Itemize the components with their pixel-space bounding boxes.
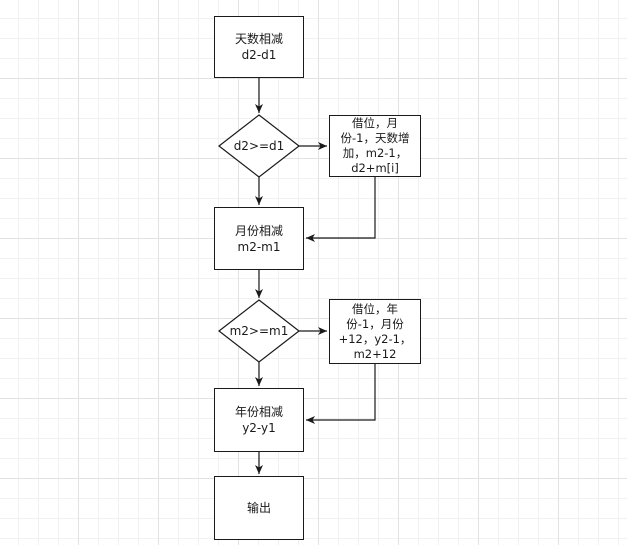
day-borrow-box[interactable]: 借位，月 份-1，天数增 加，m2-1， d2+m[i] — [329, 115, 421, 177]
day-borrow-line1: 借位，月 — [352, 116, 398, 130]
day-subtract-line2: d2-d1 — [241, 48, 277, 62]
output-label: 输出 — [246, 501, 271, 515]
year-subtract-line2: y2-y1 — [242, 421, 276, 435]
year-subtract-line1: 年份相减 — [234, 405, 283, 419]
month-borrow-line4: m2+12 — [353, 346, 397, 361]
day-borrow-line4: d2+m[i] — [351, 161, 399, 175]
month-decision-label: m2>=m1 — [219, 323, 299, 339]
month-borrow-box[interactable]: 借位，年 份-1，月份 +12，y2-1， m2+12 — [329, 299, 421, 364]
day-borrow-line2: 份-1，天数增 — [340, 131, 410, 145]
month-subtract-box[interactable]: 月份相减 m2-m1 — [214, 207, 304, 270]
month-borrow-line1: 借位，年 — [351, 301, 398, 316]
day-subtract-line1: 天数相减 — [234, 32, 283, 46]
month-borrow-line2: 份-1，月份 — [346, 316, 404, 331]
arrow-month-borrow-to-year-subtract — [306, 364, 376, 424]
output-box[interactable]: 输出 — [214, 476, 304, 540]
month-decision-text: m2>=m1 — [229, 324, 289, 338]
day-decision-label: d2>=d1 — [219, 138, 299, 154]
month-subtract-line1: 月份相减 — [234, 223, 283, 238]
day-decision-text: d2>=d1 — [233, 139, 285, 153]
month-subtract-line2: m2-m1 — [237, 239, 281, 254]
year-subtract-box[interactable]: 年份相减 y2-y1 — [214, 388, 304, 452]
month-borrow-line3: +12，y2-1， — [338, 331, 412, 346]
day-borrow-line3: 加，m2-1， — [342, 146, 408, 160]
day-subtract-box[interactable]: 天数相减 d2-d1 — [214, 16, 304, 78]
arrow-day-borrow-to-month-subtract — [306, 177, 376, 242]
